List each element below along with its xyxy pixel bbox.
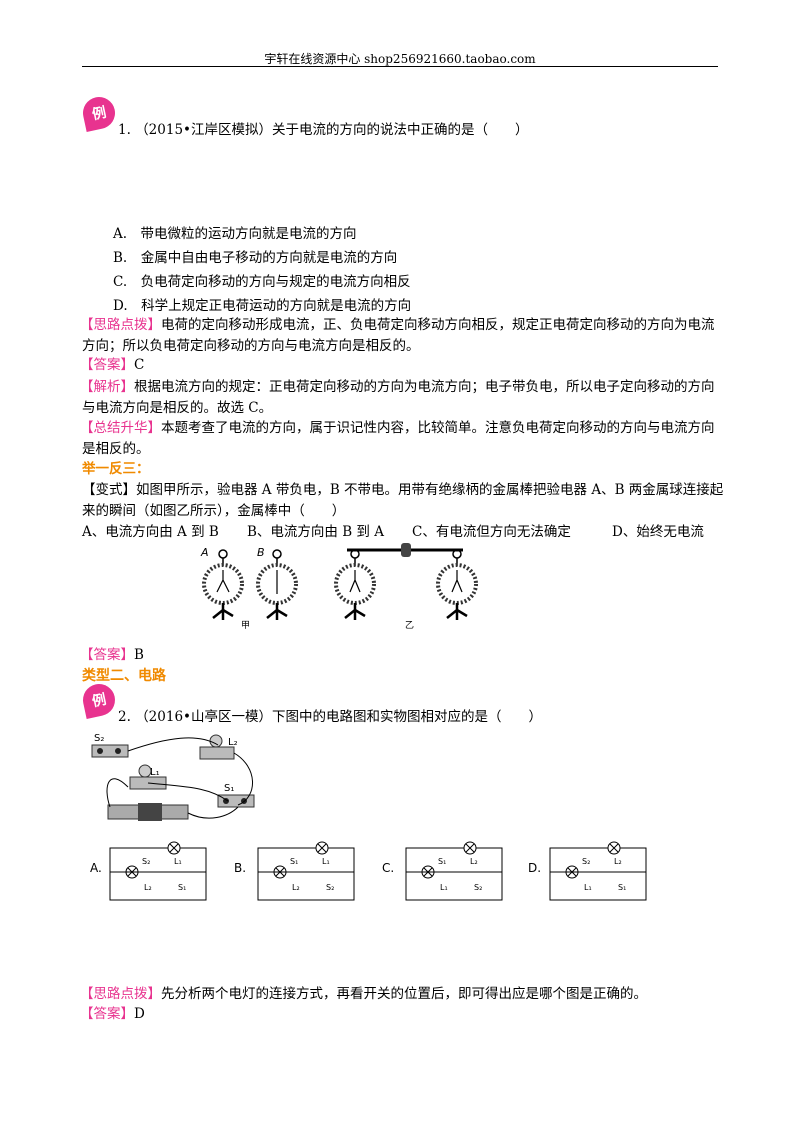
svg-text:S₂: S₂ xyxy=(142,857,150,866)
variant-text-1: 【变式】如图甲所示，验电器 A 带负电，B 不带电。用带有绝缘柄的金属棒把验电器… xyxy=(82,482,724,498)
svg-text:S₂: S₂ xyxy=(474,883,482,892)
label-jia: 甲 xyxy=(241,620,250,631)
photo-label-l2: L₂ xyxy=(228,737,238,748)
svg-text:L₂: L₂ xyxy=(292,883,300,892)
label-yi: 乙 xyxy=(405,620,414,631)
q1-hint-line1: 【思路点拨】电荷的定向移动形成电流，正、负电荷定向移动方向相反，规定正电荷定向移… xyxy=(80,313,715,333)
svg-text:S₁: S₁ xyxy=(178,883,186,892)
photo-label-s2: S₂ xyxy=(94,733,104,744)
q1-summary-text-1: 本题考查了电流的方向，属于识记性内容，比较简单。注意负电荷定向移动的方向与电流方… xyxy=(161,420,715,436)
q1-option-a: A. 带电微粒的运动方向就是电流的方向 xyxy=(113,226,357,242)
q1-option-b: B. 金属中自由电子移动的方向就是电流的方向 xyxy=(113,250,398,266)
circuit-d: D. S₂ L₂ L₁ S₁ xyxy=(528,841,647,901)
q1-option-d: D. 科学上规定正电荷运动的方向就是电流的方向 xyxy=(113,298,412,314)
photo-label-l1: L₁ xyxy=(150,767,160,778)
variant-option-b: B、电流方向由 B 到 A xyxy=(247,524,384,540)
label-b: B xyxy=(257,546,265,559)
variant-heading: 举一反三： xyxy=(82,461,150,477)
circuit-b: B. S₁ L₁ L₂ S₂ xyxy=(234,841,355,901)
q1-analysis-tag: 【解析】 xyxy=(80,379,134,395)
q1-answer-value: C xyxy=(134,357,145,373)
section-heading-2: 类型二、电路 xyxy=(82,668,166,684)
svg-text:L₁: L₁ xyxy=(440,883,448,892)
electroscope-figure: A B 甲 乙 xyxy=(200,543,478,631)
svg-text:S₁: S₁ xyxy=(618,883,626,892)
q1-hint-tag: 【思路点拨】 xyxy=(80,317,161,333)
electroscope-a: A xyxy=(200,546,244,620)
q1-stem: 1. （2015•江岸区模拟）关于电流的方向的说法中正确的是（ ） xyxy=(118,122,529,138)
header-divider xyxy=(82,66,718,67)
variant-text-2: 来的瞬间（如图乙所示），金属棒中（ ） xyxy=(82,503,346,519)
connected-electroscopes xyxy=(334,543,478,620)
svg-text:S₁: S₁ xyxy=(290,857,298,866)
q1-summary-tag: 【总结升华】 xyxy=(80,420,161,436)
svg-text:L₁: L₁ xyxy=(174,857,182,866)
choice-b-label: B. xyxy=(234,861,246,875)
q1-answer-tag: 【答案】 xyxy=(80,357,134,373)
label-a: A xyxy=(200,546,209,559)
q2-hint-text: 先分析两个电灯的连接方式，再看开关的位置后，即可得出应是哪个图是正确的。 xyxy=(161,986,647,1002)
q1-hint-text-1: 电荷的定向移动形成电流，正、负电荷定向移动方向相反，规定正电荷定向移动的方向为电… xyxy=(161,317,715,333)
choice-d-label: D. xyxy=(528,861,541,875)
svg-text:S₂: S₂ xyxy=(326,883,334,892)
svg-text:L₂: L₂ xyxy=(144,883,152,892)
example-badge-1: 例 xyxy=(80,94,118,132)
q1-hint-text-2: 方向；所以负电荷定向移动的方向与电流方向是相反的。 xyxy=(82,338,420,354)
svg-text:L₁: L₁ xyxy=(584,883,592,892)
svg-text:L₂: L₂ xyxy=(470,857,478,866)
q1-analysis-text-2: 与电流方向是相反的。故选 C。 xyxy=(82,400,273,416)
example-badge-2: 例 xyxy=(80,681,118,719)
svg-text:L₁: L₁ xyxy=(322,857,330,866)
svg-text:L₂: L₂ xyxy=(614,857,622,866)
page-header: 宇轩在线资源中心 shop256921660.taobao.com xyxy=(264,52,536,66)
electroscope-b: B xyxy=(256,546,298,620)
q2-hint-tag: 【思路点拨】 xyxy=(80,986,161,1002)
q1-summary-text-2: 是相反的。 xyxy=(82,441,150,457)
circuit-a: A. S₂ L₁ L₂ S₁ xyxy=(90,841,207,901)
q1-analysis-line1: 【解析】根据电流方向的规定：正电荷定向移动的方向为电流方向；电子带负电，所以电子… xyxy=(80,375,715,395)
q1-answer-line: 【答案】C xyxy=(80,353,144,373)
variant-answer-line: 【答案】B xyxy=(80,643,144,663)
choice-c-label: C. xyxy=(382,861,394,875)
variant-option-a: A、电流方向由 A 到 B xyxy=(82,524,219,540)
q2-hint-line: 【思路点拨】先分析两个电灯的连接方式，再看开关的位置后，即可得出应是哪个图是正确… xyxy=(80,982,647,1002)
choice-a-label: A. xyxy=(90,861,102,875)
circuit-diagrams: A. S₂ L₁ L₂ S₁ B. S₁ L₁ L₂ S₂ C. S₁ L₂ L₁ S₂ D… xyxy=(90,841,647,901)
q2-answer-line: 【答案】D xyxy=(80,1002,145,1022)
variant-answer-value: B xyxy=(134,647,144,663)
q1-option-c: C. 负电荷定向移动的方向与规定的电流方向相反 xyxy=(113,274,411,290)
q2-stem: 2. （2016•山亭区一模）下图中的电路图和实物图相对应的是（ ） xyxy=(118,709,542,725)
q1-analysis-text-1: 根据电流方向的规定：正电荷定向移动的方向为电流方向；电子带负电，所以电子定向移动… xyxy=(134,379,715,395)
svg-text:S₁: S₁ xyxy=(438,857,446,866)
q2-answer-tag: 【答案】 xyxy=(80,1006,134,1022)
variant-option-d: D、始终无电流 xyxy=(612,524,704,540)
q1-summary-line1: 【总结升华】本题考查了电流的方向，属于识记性内容，比较简单。注意负电荷定向移动的… xyxy=(80,416,715,436)
variant-answer-tag: 【答案】 xyxy=(80,647,134,663)
q2-answer-value: D xyxy=(134,1006,145,1022)
svg-text:S₂: S₂ xyxy=(582,857,590,866)
variant-option-c: C、有电流但方向无法确定 xyxy=(412,524,571,540)
photo-label-s1: S₁ xyxy=(224,783,234,794)
physical-circuit-figure: S₂ L₁ L₂ S₁ xyxy=(91,733,255,821)
circuit-c: C. S₁ L₂ L₁ S₂ xyxy=(382,841,503,901)
